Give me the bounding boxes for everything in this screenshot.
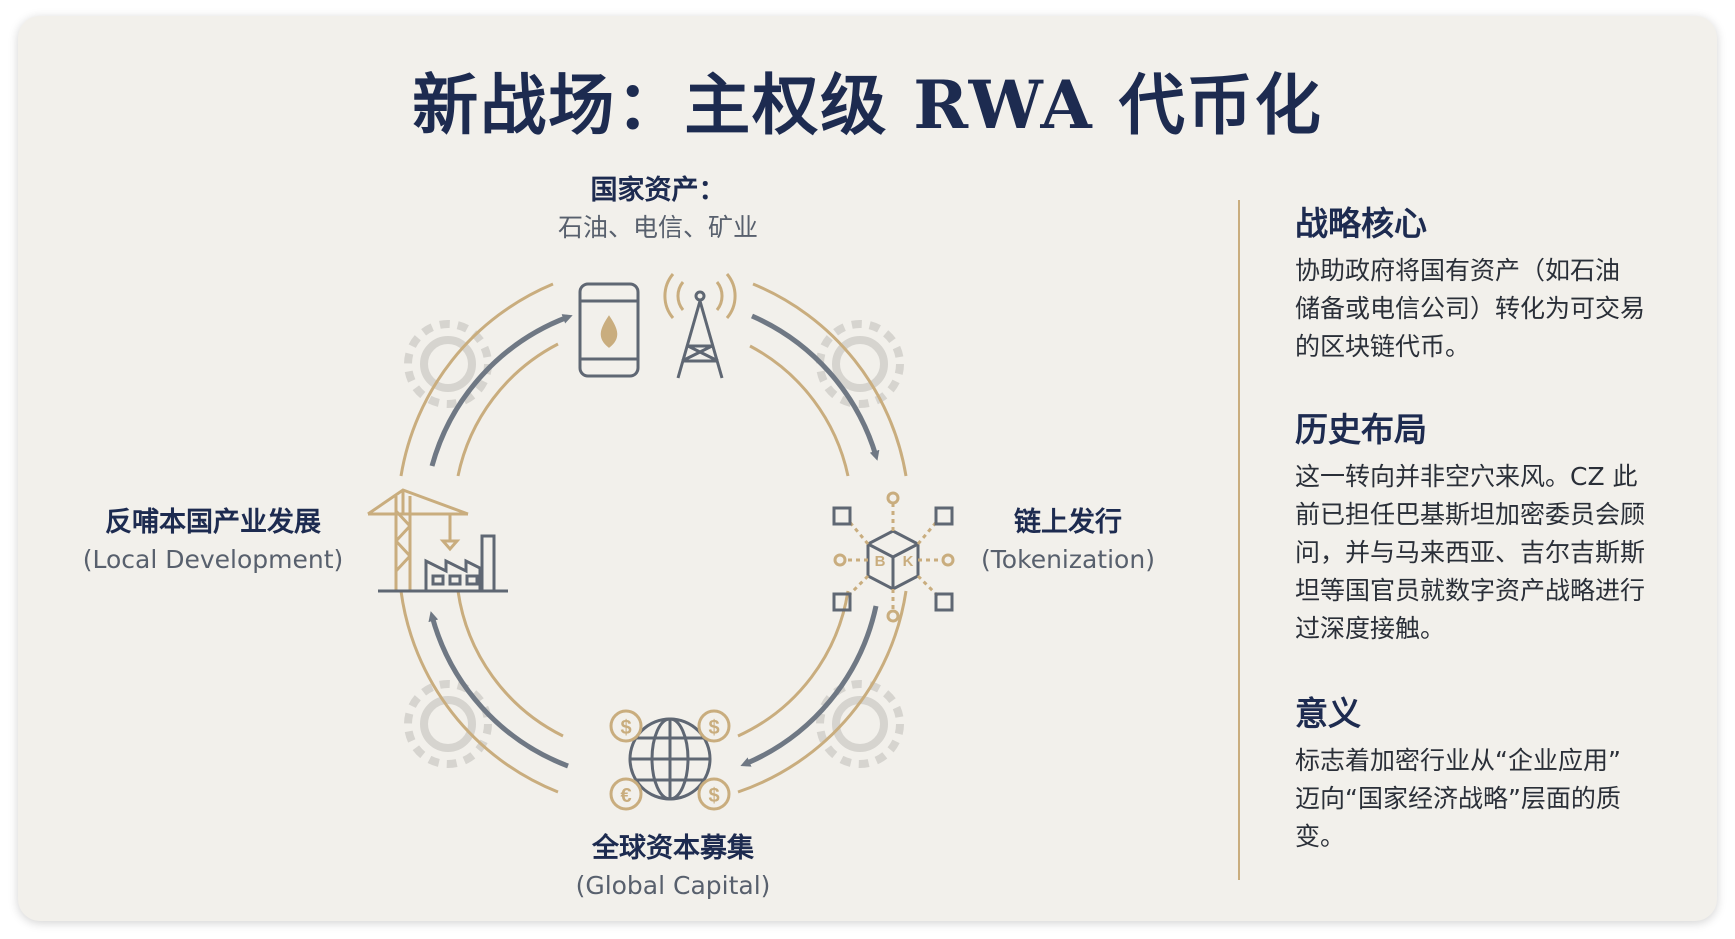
node-right-heading: 链上发行 [1014, 507, 1122, 538]
inner-ring [456, 342, 850, 738]
gear-icon [816, 320, 904, 408]
node-top-label: 国家资产： 石油、电信、矿业 [518, 172, 798, 246]
sidebar-line: 的区块链代币。 [1295, 332, 1471, 361]
sidebar-text: 标志着加密行业从“企业应用” 迈向“国家经济战略”层面的质 变。 [1295, 742, 1685, 856]
slide-title: 新战场：主权级 RWA 代币化 [412, 66, 1323, 144]
cycle-arrows [428, 313, 880, 769]
node-letter: B [875, 553, 886, 570]
node-right-label: 链上发行 (Tokenization) [953, 504, 1183, 578]
sidebar-section-strategy: 战略核心 协助政府将国有资产（如石油 储备或电信公司）转化为可交易 的区块链代币… [1295, 202, 1685, 366]
sidebar-line: 坦等国官员就数字资产战略进行 [1295, 576, 1646, 605]
sidebar-line: 协助政府将国有资产（如石油 [1295, 256, 1621, 285]
sidebar-text: 协助政府将国有资产（如石油 储备或电信公司）转化为可交易 的区块链代币。 [1295, 252, 1685, 366]
sidebar-heading: 历史布局 [1295, 410, 1427, 449]
node-left-label: 反哺本国产业发展 (Local Development) [68, 504, 358, 578]
node-bottom-subtitle: (Global Capital) [575, 871, 771, 900]
node-bottom-heading: 全球资本募集 [592, 833, 754, 864]
sidebar-line: 这一转向并非空穴来风。CZ 此 [1295, 462, 1638, 491]
gear-icon [404, 320, 492, 408]
sidebar-line: 迈向“国家经济战略”层面的质 [1295, 784, 1621, 813]
oil-barrel-icon [578, 282, 640, 378]
sidebar-line: 过深度接触。 [1295, 614, 1446, 643]
sidebar-line: 标志着加密行业从“企业应用” [1295, 746, 1621, 775]
node-bottom-label: 全球资本募集 (Global Capital) [533, 830, 813, 904]
sidebar-line: 储备或电信公司）转化为可交易 [1295, 294, 1646, 323]
sidebar-line: 前已担任巴基斯坦加密委员会顾 [1295, 500, 1646, 529]
currency-symbol: $ [708, 717, 719, 739]
currency-symbol: € [620, 785, 631, 807]
vertical-divider [1238, 200, 1240, 880]
currency-symbol: $ [620, 717, 631, 739]
signal-tower-icon [663, 273, 737, 379]
currency-symbol: $ [708, 785, 719, 807]
sidebar-line: 问，并与马来西亚、吉尔吉斯斯 [1295, 538, 1646, 567]
cycle-diagram: B K $ $ € $ [367, 273, 955, 811]
gear-icon [816, 680, 904, 768]
gear-icon [404, 680, 492, 768]
sidebar-section-significance: 意义 标志着加密行业从“企业应用” 迈向“国家经济战略”层面的质 变。 [1295, 692, 1685, 856]
node-left-heading: 反哺本国产业发展 [105, 507, 321, 538]
node-letter: K [903, 553, 914, 570]
globe-currency-icon [609, 709, 731, 811]
sidebar-section-history: 历史布局 这一转向并非空穴来风。CZ 此 前已担任巴基斯坦加密委员会顾 问，并与… [1295, 408, 1685, 648]
sidebar-text: 这一转向并非空穴来风。CZ 此 前已担任巴基斯坦加密委员会顾 问，并与马来西亚、… [1295, 458, 1685, 648]
node-top-subtitle: 石油、电信、矿业 [557, 213, 758, 242]
factory-icon [424, 534, 496, 593]
slide-card: 新战场：主权级 RWA 代币化 [18, 16, 1717, 921]
node-top-heading: 国家资产： [590, 175, 726, 206]
sidebar-heading: 战略核心 [1295, 204, 1427, 243]
sidebar-heading: 意义 [1295, 694, 1361, 733]
node-right-subtitle: (Tokenization) [981, 545, 1155, 574]
blockchain-network-icon [832, 491, 955, 623]
sidebar-line: 变。 [1295, 822, 1346, 851]
outer-ring [399, 282, 908, 794]
node-left-subtitle: (Local Development) [82, 545, 344, 574]
